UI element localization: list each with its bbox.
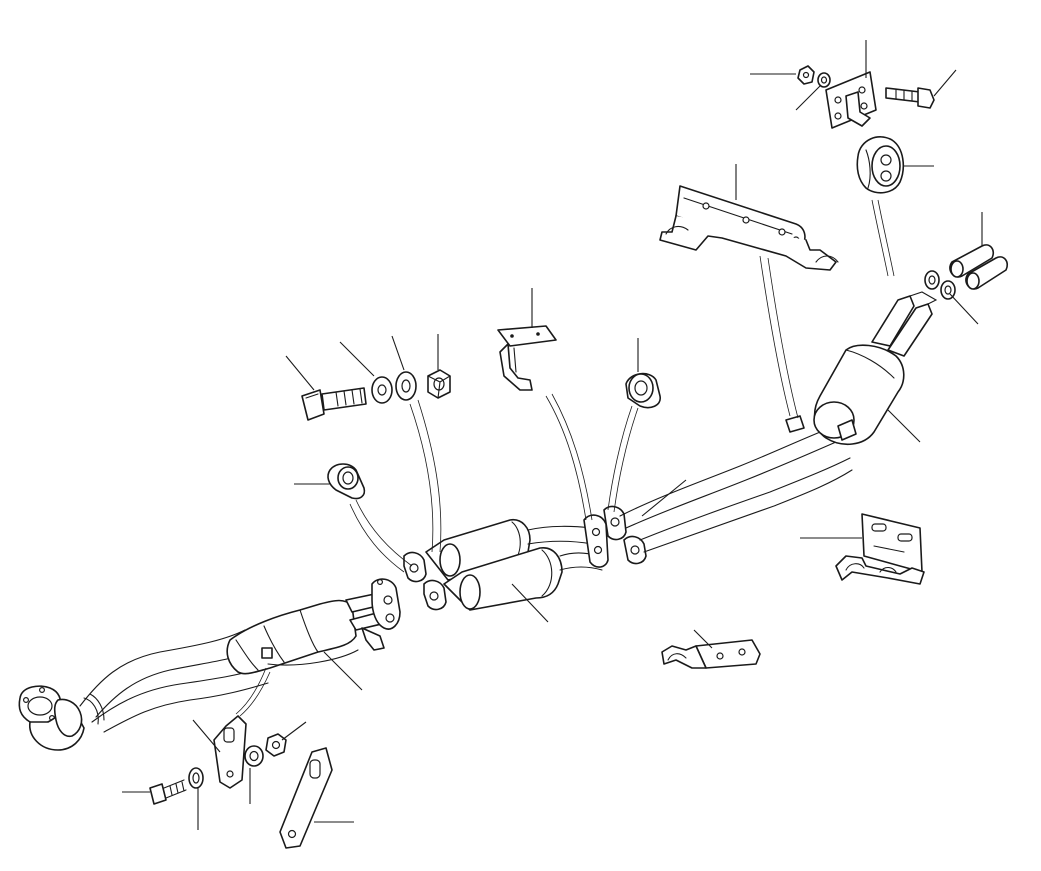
rear-mounting-strap bbox=[279, 747, 333, 849]
center-hanger-bracket bbox=[497, 325, 557, 391]
gasket-ring-center bbox=[625, 372, 661, 409]
nut-front bbox=[265, 733, 287, 757]
main-pipe-rear bbox=[619, 415, 853, 553]
bolt-front bbox=[149, 779, 187, 805]
lower-support-bracket bbox=[661, 639, 761, 669]
washer-flange-2 bbox=[395, 371, 417, 401]
top-bolt bbox=[885, 87, 935, 109]
center-clamp-flanges bbox=[583, 505, 647, 568]
rear-hanger-bar bbox=[659, 185, 839, 271]
top-nut bbox=[797, 65, 815, 85]
intermediate-silencers bbox=[403, 518, 603, 611]
catalytic-converter bbox=[226, 578, 401, 675]
tail-clamp-rings bbox=[924, 270, 956, 300]
rubber-mount bbox=[856, 136, 905, 194]
nut-flange bbox=[427, 369, 451, 399]
top-washer bbox=[817, 72, 831, 88]
top-mount-plate bbox=[825, 71, 877, 129]
washer-strap bbox=[244, 745, 264, 767]
rear-silencer bbox=[813, 291, 938, 445]
washer-front bbox=[188, 767, 204, 789]
gasket-ring-left bbox=[327, 463, 366, 500]
leader-lines bbox=[122, 40, 983, 830]
assembly-guide-lines bbox=[235, 199, 895, 717]
tailpipe-sleeves bbox=[949, 244, 1009, 290]
washer-flange-1 bbox=[371, 376, 393, 404]
front-mounting-strap bbox=[213, 715, 247, 789]
side-mount-bracket bbox=[835, 513, 925, 585]
bolt-flange bbox=[301, 387, 367, 421]
front-pipe bbox=[18, 629, 269, 751]
